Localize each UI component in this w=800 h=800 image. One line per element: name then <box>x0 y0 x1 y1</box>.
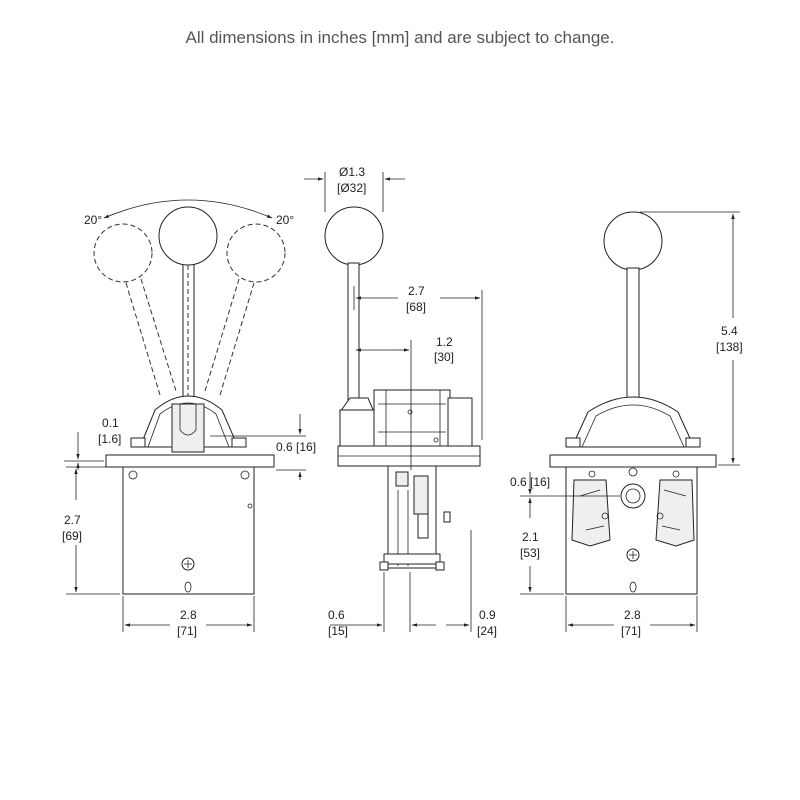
knob-dia-mm-label: [Ø32] <box>337 181 366 195</box>
drawing-note: All dimensions in inches [mm] and are su… <box>185 28 615 47</box>
rear-gate <box>571 396 695 448</box>
lever-pivot <box>171 403 205 453</box>
side-knob <box>324 206 384 266</box>
width-mm-label: [71] <box>177 624 197 638</box>
rear-height-in-label: 5.4 <box>721 324 738 338</box>
front-body-plate <box>122 466 255 595</box>
rear-flange <box>549 454 717 468</box>
width-in-label: 2.8 <box>180 608 197 622</box>
angle-arc <box>103 199 273 219</box>
rear-pivot <box>620 483 646 509</box>
microswitch-right <box>655 479 695 547</box>
bottom-left-mm-label: [15] <box>328 624 348 638</box>
ghost-lever-left <box>93 223 177 396</box>
bottom-right-mm-label: [24] <box>477 624 497 638</box>
len1-mm-label: [68] <box>406 300 426 314</box>
knob-dia-in-label: Ø1.3 <box>339 165 365 179</box>
side-view: Ø1.3 [Ø32] 2.7 [68] 1.2 [30] <box>304 165 497 638</box>
depth-mm-label: [69] <box>62 529 82 543</box>
mounting-flange <box>105 454 275 468</box>
bottom-left-in-label: 0.6 <box>328 608 345 622</box>
bottom-right-in-label: 0.9 <box>479 608 496 622</box>
len2-mm-label: [30] <box>434 350 454 364</box>
rear-knob <box>603 211 663 271</box>
angle-right-label: 20° <box>276 213 294 227</box>
rear-width-mm-label: [71] <box>621 624 641 638</box>
offset-mm-label: [1.6] <box>98 432 121 446</box>
offset-in-label: 0.1 <box>102 416 119 430</box>
len1-in-label: 2.7 <box>408 284 425 298</box>
rear-height-mm-label: [138] <box>716 340 743 354</box>
side-mechanism <box>387 465 437 569</box>
rear-view: 5.4 [138] 0.6 [16] 2.1 [53] 2.8 [71] <box>510 211 743 638</box>
depth-in-label: 2.7 <box>64 513 81 527</box>
rear-depth-mm-label: [53] <box>520 546 540 560</box>
front-view: 20° 20° 0.1 [1.6] 0.6 [16] <box>62 199 316 638</box>
rear-width-in-label: 2.8 <box>624 608 641 622</box>
rear-offset-label: 0.6 [16] <box>510 475 550 489</box>
len2-in-label: 1.2 <box>436 335 453 349</box>
ghost-lever-right <box>204 223 286 396</box>
side-housing <box>373 389 451 447</box>
rear-depth-in-label: 2.1 <box>522 530 539 544</box>
side-shaft <box>347 262 360 404</box>
angle-left-label: 20° <box>84 213 102 227</box>
height-above-label: 0.6 [16] <box>276 440 316 454</box>
microswitch-left <box>571 479 611 547</box>
rear-shaft <box>626 267 640 399</box>
